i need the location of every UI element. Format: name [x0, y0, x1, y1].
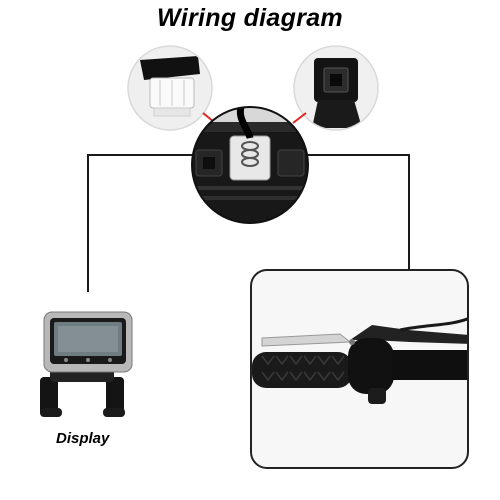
- wires: [87, 154, 410, 292]
- male-connector-icon: [127, 45, 213, 131]
- handlebar-photo-icon: [250, 269, 469, 469]
- pointer-line-right: [292, 112, 307, 124]
- display-label: Display: [56, 430, 110, 447]
- wire-to-display: [87, 154, 192, 292]
- display-unit-icon: [40, 311, 133, 417]
- wire-to-handlebar: [308, 154, 410, 270]
- controller-icon: [191, 106, 309, 224]
- diagram-title: Wiring diagram: [157, 4, 343, 32]
- female-connector-icon: [293, 45, 379, 131]
